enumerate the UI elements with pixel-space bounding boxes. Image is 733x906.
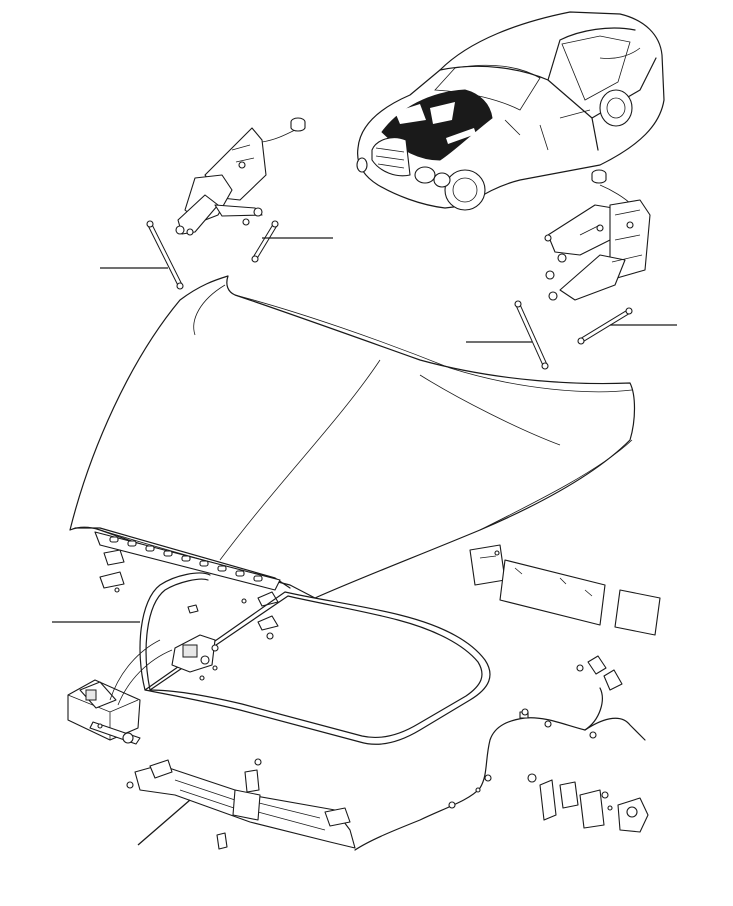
left-hinge-link-rod bbox=[251, 220, 279, 263]
left-hinge bbox=[175, 117, 306, 236]
bonnet-buffer-brackets bbox=[99, 549, 279, 640]
release-cable bbox=[354, 655, 646, 851]
left-gas-strut bbox=[146, 220, 184, 290]
right-gas-strut bbox=[514, 300, 549, 370]
release-handle-parts bbox=[527, 773, 649, 833]
leader-lock-carrier bbox=[137, 799, 191, 846]
latch-assembly bbox=[67, 634, 219, 745]
lock-carrier-panel bbox=[126, 758, 356, 850]
bonnet-underside-holes bbox=[109, 536, 263, 582]
car-overview-illustration bbox=[356, 11, 665, 211]
bonnet-seal bbox=[139, 572, 491, 745]
leader-lines bbox=[52, 237, 677, 846]
bonnet-panel bbox=[69, 275, 636, 599]
insulation-pads bbox=[469, 544, 661, 636]
right-hinge-link-rod bbox=[577, 307, 633, 345]
right-hinge bbox=[544, 169, 651, 301]
